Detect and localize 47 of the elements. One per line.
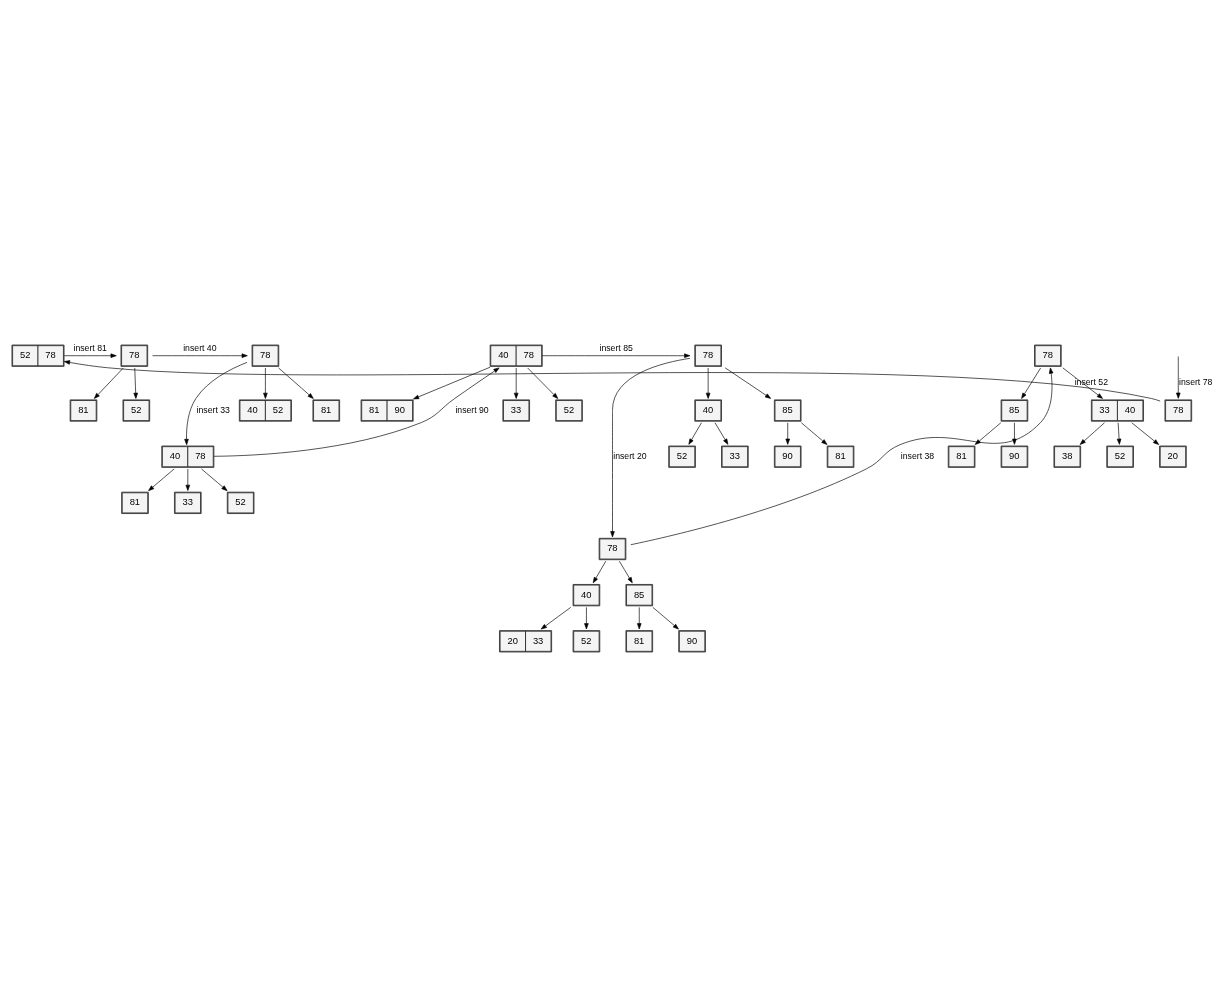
- arrow: [278, 367, 314, 399]
- arrow: [64, 353, 117, 358]
- arrow: [1116, 421, 1122, 445]
- arrow: [514, 367, 519, 399]
- arrow: [152, 353, 248, 358]
- arrow: [619, 560, 633, 583]
- arrow: [785, 421, 790, 445]
- arrow: [1131, 421, 1160, 445]
- arrow: [1021, 367, 1041, 399]
- arrow: [213, 367, 500, 457]
- edge-label: insert 52: [1074, 376, 1109, 387]
- edge-label: insert 40: [183, 342, 217, 353]
- edge-label: insert 85: [599, 342, 633, 353]
- arrow: [652, 606, 679, 629]
- edge-label: insert 38: [900, 450, 935, 461]
- arrow: [714, 421, 729, 445]
- arrow: [584, 606, 589, 629]
- edge-label: insert 90: [455, 404, 489, 415]
- arrow: [801, 421, 828, 445]
- arrow: [148, 468, 175, 491]
- arrow: [724, 367, 771, 399]
- arrow: [184, 361, 248, 445]
- arrow: [1062, 367, 1103, 399]
- arrow: [201, 468, 228, 491]
- arrow: [94, 367, 124, 399]
- edge-label: insert 20: [613, 450, 647, 461]
- arrow: [1176, 355, 1181, 399]
- arrow: [185, 468, 191, 491]
- arrow: [527, 367, 559, 399]
- arrow: [592, 560, 607, 583]
- arrow: [541, 353, 691, 358]
- arrow: [64, 359, 1161, 401]
- arrow: [263, 367, 268, 399]
- arrow: [610, 357, 691, 537]
- arrow: [413, 366, 491, 399]
- arrow: [637, 606, 642, 629]
- arrow: [688, 421, 702, 445]
- arrow: [974, 421, 1002, 445]
- arrow: [630, 367, 1054, 545]
- edge-label: insert 81: [73, 342, 107, 353]
- edge-label: insert 78: [1179, 376, 1213, 387]
- arrow: [540, 606, 572, 629]
- arrow: [133, 367, 138, 399]
- edge-label: insert 33: [196, 404, 230, 415]
- arrow: [1012, 421, 1017, 445]
- arrow: [705, 367, 711, 399]
- arrow: [1079, 421, 1105, 445]
